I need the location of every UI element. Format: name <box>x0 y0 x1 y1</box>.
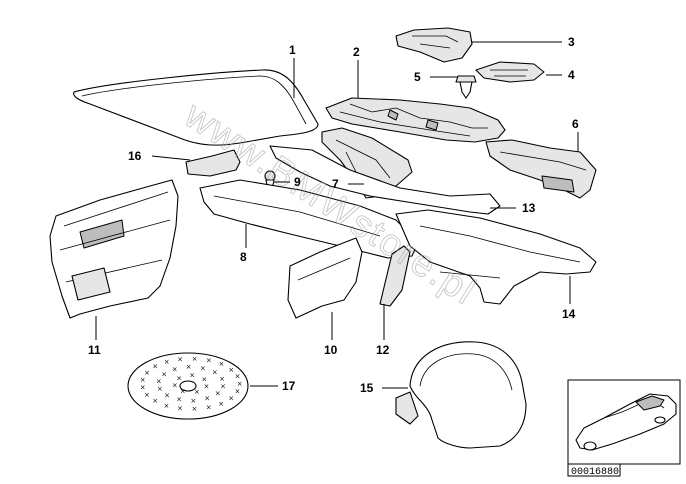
mat-cross-mark: × <box>177 405 183 413</box>
mat-cross-mark: × <box>220 383 226 391</box>
mat-cross-mark: × <box>144 369 150 377</box>
mat-cross-mark: × <box>157 385 163 393</box>
mat-cross-mark: × <box>152 397 158 405</box>
mat-cross-mark: × <box>215 390 221 398</box>
mat-cross-mark: × <box>192 355 198 363</box>
mat-cross-mark: × <box>206 357 212 365</box>
callout-6[interactable]: 6 <box>572 117 579 131</box>
mat-cross-mark: × <box>140 376 146 384</box>
mat-cross-mark: × <box>204 383 210 391</box>
part-4-plate[interactable] <box>475 61 545 83</box>
callout-13[interactable]: 13 <box>522 201 536 215</box>
mat-disc-pattern: ××××××××××××××××××××××××××××××××××××××××… <box>140 355 243 413</box>
callout-12[interactable]: 12 <box>376 343 390 357</box>
part-1-parcel-shelf[interactable] <box>73 69 319 146</box>
part-16-small-panel[interactable] <box>185 149 241 177</box>
part-13-insulation[interactable] <box>269 145 501 215</box>
callout-15[interactable]: 15 <box>360 381 374 395</box>
mat-cross-mark: × <box>164 402 170 410</box>
mat-cross-mark: × <box>176 396 182 404</box>
leader-lines <box>95 41 579 389</box>
mat-cross-mark: × <box>228 394 234 402</box>
part-14-trunk-trim[interactable] <box>395 209 597 305</box>
part-3-bracket[interactable] <box>395 27 473 63</box>
mat-cross-mark: × <box>172 365 178 373</box>
part-10-side-cover[interactable] <box>287 237 363 319</box>
callout-11[interactable]: 11 <box>88 343 101 357</box>
mat-cross-mark: × <box>177 355 183 363</box>
mat-cross-mark: × <box>156 378 162 386</box>
mat-cross-mark: × <box>235 388 241 396</box>
mat-cross-mark: × <box>200 364 206 372</box>
part-12-angle-bracket[interactable] <box>379 245 411 307</box>
mat-cross-mark: × <box>192 405 198 413</box>
mat-cross-mark: × <box>172 381 178 389</box>
mat-cross-mark: × <box>237 380 243 388</box>
mat-cross-mark: × <box>219 375 225 383</box>
part-17-mat-disc[interactable] <box>127 352 249 420</box>
car-outline-icon <box>575 393 677 451</box>
mat-cross-mark: × <box>206 404 212 412</box>
callouts: 1 2 3 4 5 6 7 8 9 10 11 12 13 14 15 16 1… <box>88 35 579 395</box>
mat-cross-mark: × <box>189 372 195 380</box>
mat-cross-mark: × <box>194 388 200 396</box>
mat-cross-mark: × <box>218 400 224 408</box>
part-6-rear-panel-trim[interactable] <box>485 139 597 199</box>
part-5-clip[interactable] <box>455 75 477 99</box>
mat-cross-mark: × <box>219 360 225 368</box>
callout-1[interactable]: 1 <box>289 43 296 57</box>
callout-4[interactable]: 4 <box>568 68 575 82</box>
mat-cross-mark: × <box>186 363 192 371</box>
callout-9[interactable]: 9 <box>294 175 301 189</box>
mat-cross-mark: × <box>176 374 182 382</box>
mat-cross-mark: × <box>204 395 210 403</box>
mat-cross-mark: × <box>161 371 167 379</box>
part-11-side-trim[interactable] <box>49 179 179 319</box>
callout-2[interactable]: 2 <box>353 45 360 59</box>
mat-cross-mark: × <box>235 373 241 381</box>
inset-vehicle-view: 00016880 <box>567 379 681 478</box>
mat-cross-mark: × <box>144 391 150 399</box>
reference-number: 00016880 <box>571 467 619 478</box>
mat-cross-mark: × <box>212 369 218 377</box>
mat-cross-mark: × <box>190 397 196 405</box>
callout-16[interactable]: 16 <box>128 149 142 163</box>
callout-5[interactable]: 5 <box>414 70 421 84</box>
mat-cross-mark: × <box>140 384 146 392</box>
callout-8[interactable]: 8 <box>240 250 247 264</box>
callout-14[interactable]: 14 <box>562 307 576 321</box>
callout-7[interactable]: 7 <box>332 177 339 191</box>
mat-cross-mark: × <box>180 387 186 395</box>
mat-cross-mark: × <box>152 363 158 371</box>
mat-cross-mark: × <box>164 392 170 400</box>
mat-cross-mark: × <box>201 375 207 383</box>
callout-17[interactable]: 17 <box>282 379 296 393</box>
mat-cross-mark: × <box>228 366 234 374</box>
mat-cross-mark: × <box>164 358 170 366</box>
part-15-wheel-arch[interactable] <box>395 341 527 449</box>
part-2-shelf-support[interactable] <box>325 97 506 143</box>
callout-10[interactable]: 10 <box>324 343 338 357</box>
callout-3[interactable]: 3 <box>568 35 575 49</box>
